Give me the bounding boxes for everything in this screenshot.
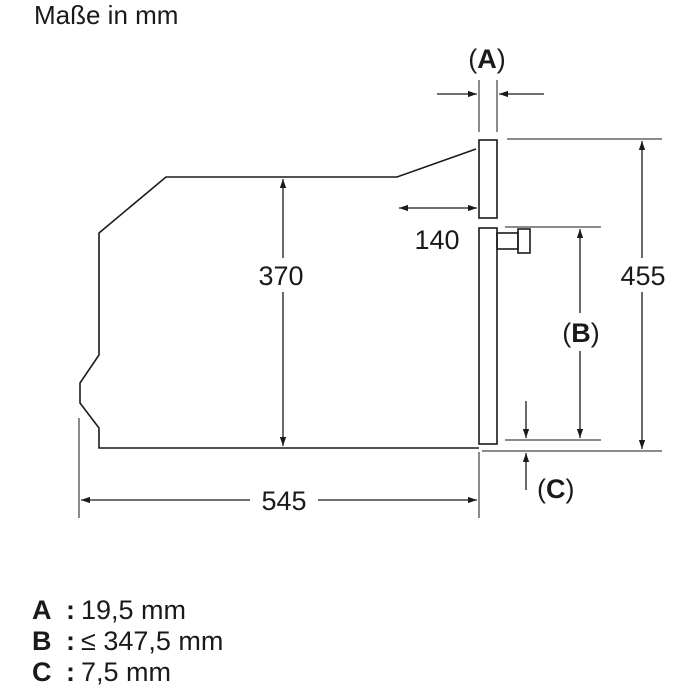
label-a: (A) xyxy=(468,44,506,74)
dim-text-455: 455 xyxy=(620,261,665,291)
legend: A:19,5 mm B:≤ 347,5 mm C:7,5 mm xyxy=(32,595,223,688)
label-bg-545 xyxy=(250,484,318,516)
legend-key: B xyxy=(32,626,52,656)
label-c: (C) xyxy=(537,474,575,504)
dim-text-370: 370 xyxy=(258,261,303,291)
dim-text-545: 545 xyxy=(261,486,306,516)
legend-key: C xyxy=(32,657,52,687)
label-b: (B) xyxy=(562,318,600,348)
legend-row-a: A:19,5 mm xyxy=(32,595,223,626)
legend-value: ≤ 347,5 mm xyxy=(81,626,224,656)
legend-sep: : xyxy=(66,595,75,625)
label-bg-b xyxy=(556,313,606,351)
legend-row-b: B:≤ 347,5 mm xyxy=(32,626,223,657)
legend-sep: : xyxy=(66,626,75,656)
label-bg-455 xyxy=(609,258,677,292)
legend-row-c: C:7,5 mm xyxy=(32,657,223,688)
door-knob-end xyxy=(517,228,531,254)
label-bg-370 xyxy=(248,258,316,292)
front-panel-bottom xyxy=(478,227,498,445)
dim-text-140: 140 xyxy=(414,225,459,255)
front-panel-top xyxy=(478,139,498,219)
page-title: Maße in mm xyxy=(34,0,179,30)
legend-key: A xyxy=(32,595,52,625)
legend-value: 19,5 mm xyxy=(81,595,187,625)
legend-value: 7,5 mm xyxy=(81,657,172,687)
legend-sep: : xyxy=(66,657,75,687)
door-knob xyxy=(496,232,519,250)
oven-body-outline xyxy=(79,148,479,449)
